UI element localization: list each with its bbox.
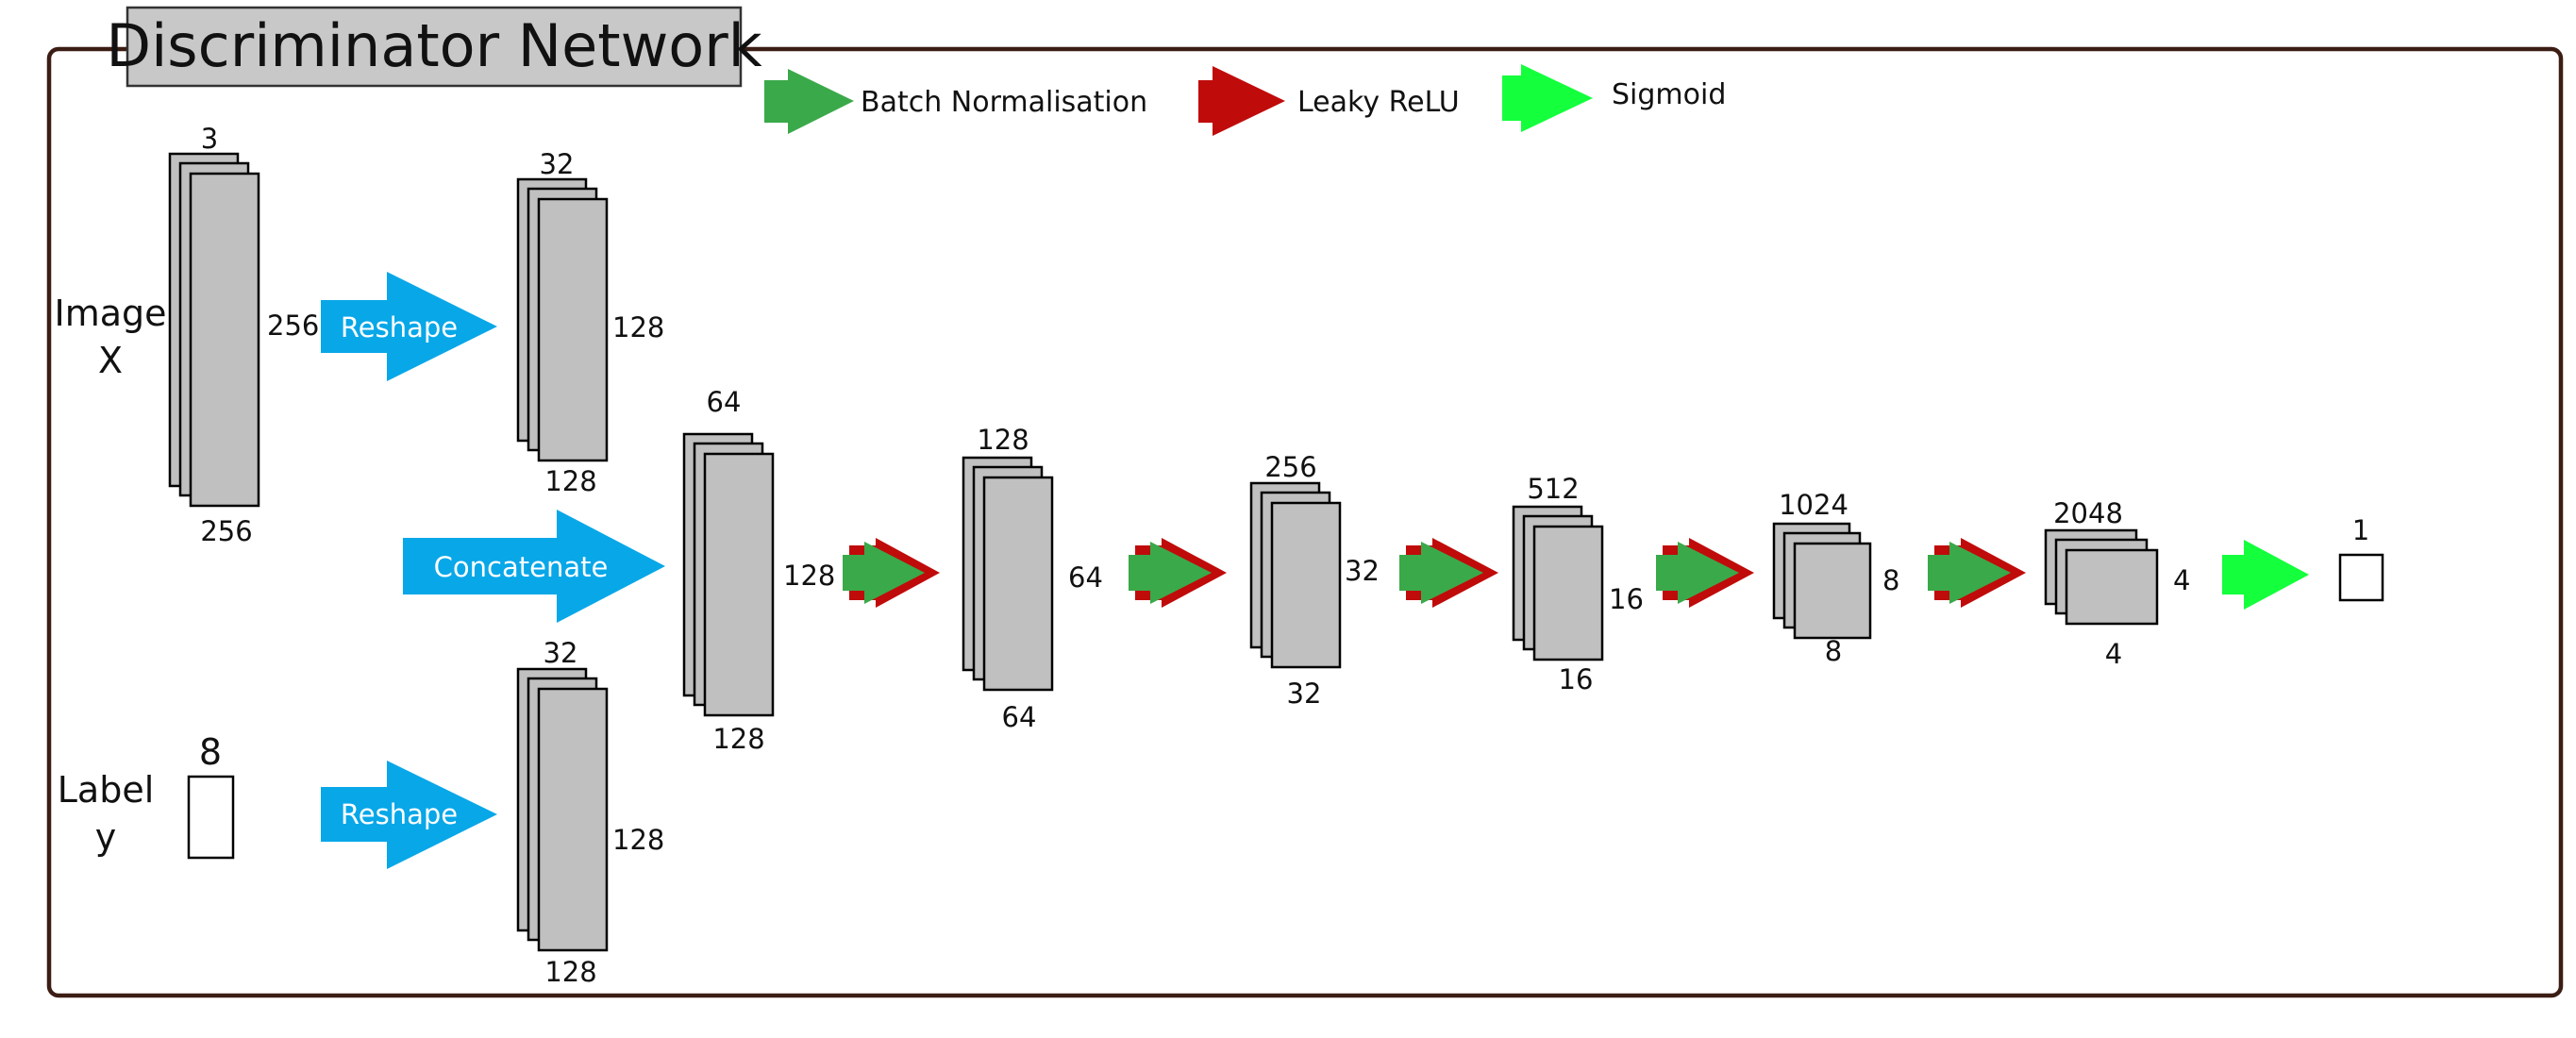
conv-1-width: 64 — [1002, 701, 1037, 733]
legend-sigmoid: Sigmoid — [1612, 78, 1726, 111]
image-height-label: 256 — [267, 310, 319, 342]
sigmoid-legend-icon — [1502, 64, 1593, 132]
conv-2-height: 32 — [1345, 555, 1380, 587]
reshaped-label-stack — [516, 667, 609, 952]
concatenate-label: Concatenate — [434, 551, 609, 583]
bn-lrelu-arrow-3 — [1399, 538, 1498, 608]
conv-3-height: 16 — [1609, 583, 1644, 615]
reshaped-image-width: 128 — [544, 465, 596, 497]
network-frame — [46, 46, 2564, 998]
conv-3-width: 16 — [1559, 663, 1594, 695]
reshaped-image-channels: 32 — [540, 148, 575, 180]
leaky-relu-legend-icon — [1198, 66, 1285, 136]
bn-lrelu-arrow-2 — [1129, 538, 1227, 608]
bn-lrelu-arrow-4 — [1656, 538, 1754, 608]
concat-height: 128 — [783, 560, 835, 592]
conv-2-width: 32 — [1287, 678, 1322, 710]
reshape-bottom-arrow: Reshape — [321, 761, 497, 869]
bn-lrelu-arrow-1 — [843, 538, 940, 608]
concat-channels: 64 — [707, 386, 742, 418]
conv-2-channels: 256 — [1264, 451, 1316, 483]
title-box — [125, 6, 743, 88]
legend: Batch Normalisation Leaky ReLU Sigmoid — [764, 64, 1726, 136]
label-input-label: Label — [58, 769, 155, 811]
conv-5-height: 4 — [2173, 564, 2190, 596]
reshape-top-arrow: Reshape — [321, 272, 497, 381]
concat-layer-stack — [682, 432, 775, 717]
bn-lrelu-arrow-5 — [1928, 538, 2026, 608]
output-size-label: 1 — [2352, 514, 2369, 546]
concat-width: 128 — [712, 723, 764, 755]
conv-3-channels: 512 — [1527, 473, 1579, 505]
reshaped-label-channels: 32 — [544, 637, 578, 669]
legend-batch-norm: Batch Normalisation — [861, 86, 1147, 119]
label-size-label: 8 — [199, 731, 222, 773]
conv-4-width: 8 — [1825, 635, 1842, 667]
reshaped-label-height: 128 — [612, 824, 664, 856]
legend-leaky-relu: Leaky ReLU — [1297, 86, 1460, 119]
image-width-label: 256 — [200, 515, 252, 547]
image-channels-label: 3 — [201, 123, 218, 155]
conv-layer-3-stack — [1512, 505, 1604, 661]
label-input-box — [187, 775, 235, 860]
conv-4-height: 8 — [1882, 564, 1899, 596]
conv-layer-2-stack — [1249, 481, 1342, 669]
reshaped-image-stack — [516, 177, 609, 462]
image-input-stack — [168, 152, 260, 508]
conv-5-channels: 2048 — [2053, 497, 2123, 529]
image-input-symbol: X — [98, 340, 123, 381]
conv-layer-1-stack — [962, 456, 1054, 692]
conv-1-channels: 128 — [977, 424, 1029, 456]
conv-1-height: 64 — [1068, 561, 1103, 594]
conv-4-channels: 1024 — [1779, 489, 1848, 521]
image-input-label: Image — [54, 293, 166, 334]
reshaped-image-height: 128 — [612, 311, 664, 343]
conv-layer-5-stack — [2044, 528, 2159, 626]
batch-norm-legend-icon — [764, 69, 854, 134]
output-box — [2338, 553, 2384, 602]
reshape-top-label: Reshape — [341, 311, 458, 343]
reshaped-label-width: 128 — [544, 956, 596, 988]
label-input-symbol: y — [95, 816, 117, 858]
conv-layer-4-stack — [1772, 522, 1872, 640]
sigmoid-arrow — [2222, 540, 2309, 610]
page-title: Discriminator Network — [106, 11, 761, 80]
concatenate-arrow: Concatenate — [403, 510, 665, 623]
reshape-bottom-label: Reshape — [341, 798, 458, 830]
conv-5-width: 4 — [2105, 638, 2122, 670]
